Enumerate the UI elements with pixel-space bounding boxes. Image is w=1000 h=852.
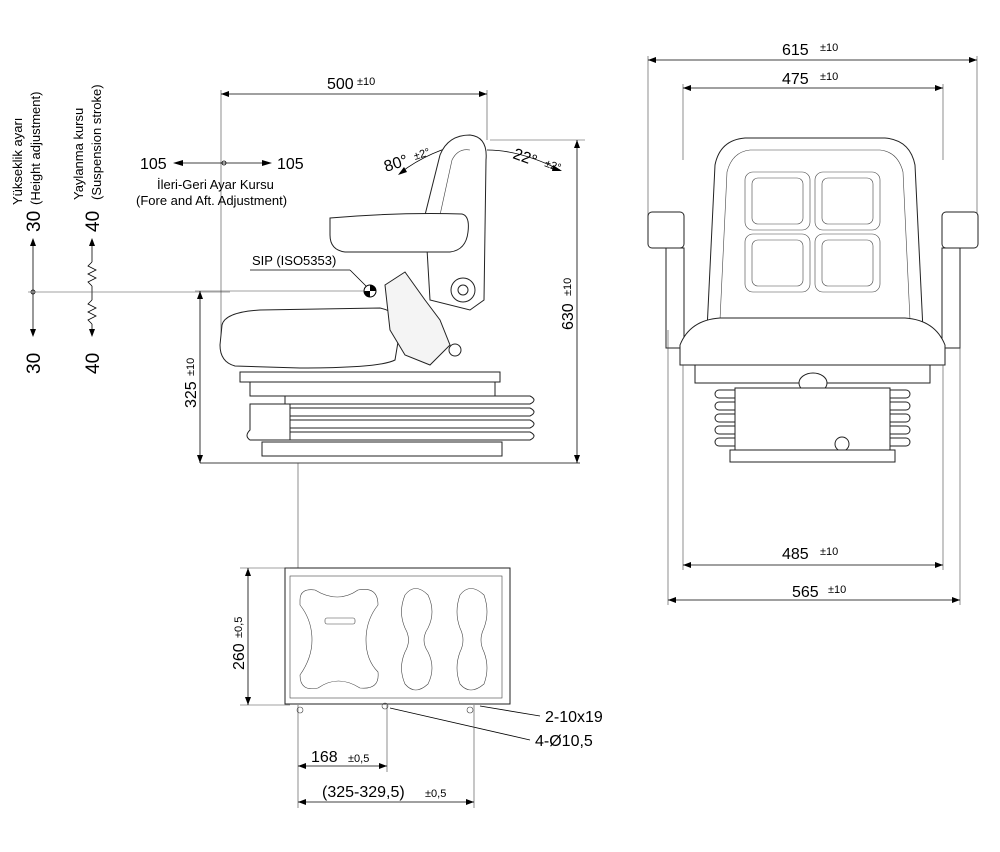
arrow-down-icon [30, 329, 36, 337]
back-angle-fwd-value: 80° [382, 152, 410, 176]
side-view: 500 ±10 105 105 İleri-Geri Ayar Kursu (F… [136, 76, 585, 570]
suspension-title-tr: Yaylanma kursu [71, 108, 86, 200]
base-plate-wave-slot-2 [456, 588, 488, 691]
suspension-up-value: 40 [83, 211, 104, 232]
plate-depth-tol: ±0,5 [233, 617, 245, 638]
rail-spacing-tol: ±0,5 [425, 788, 446, 800]
front-weight-adjust-icon [834, 436, 850, 452]
front-left-armrest [647, 211, 685, 249]
height-adjust-up-value: 30 [24, 211, 45, 232]
base-plate-outline [284, 567, 511, 705]
front-overall-width-value: 615 [782, 42, 809, 59]
front-bottom-width-tol: ±10 [828, 584, 846, 596]
side-width-value: 500 [327, 76, 354, 93]
side-height-tol: ±10 [562, 278, 574, 296]
front-overall-width-tol: ±10 [820, 42, 838, 54]
front-view: 615 ±10 475 ±10 [647, 42, 979, 605]
side-suspension-top-plate [239, 371, 501, 383]
sip-label: SIP (ISO5353) [252, 253, 336, 268]
front-base-width-value: 485 [782, 546, 809, 563]
side-seat-cushion [219, 307, 401, 369]
back-angle-rear-value: 22° [511, 146, 540, 170]
side-suspension-bellows [246, 395, 535, 441]
front-seat-cushion [679, 317, 946, 366]
height-adjust-down-value: 30 [24, 353, 45, 374]
front-backrest [706, 137, 924, 331]
mount-hole [466, 706, 474, 714]
side-seat-belt-buckle [384, 271, 451, 366]
back-angle-fwd-tol: ±2° [412, 146, 431, 163]
front-base-frame [729, 449, 896, 463]
front-base-width-tol: ±10 [820, 546, 838, 558]
height-adjust-title-tr: Yükseklik ayarı [10, 118, 25, 205]
hole-spacing-value: 168 [311, 749, 338, 766]
base-plate-wave-slot-1 [401, 588, 433, 691]
fore-aft-right-value: 105 [277, 156, 304, 173]
base-plate-cross-cutout [299, 589, 379, 689]
side-base-frame [261, 441, 503, 457]
front-back-width-tol: ±10 [820, 71, 838, 83]
fore-aft-label-en: (Fore and Aft. Adjustment) [136, 193, 287, 208]
suspension-stroke-indicator: Yaylanma kursu (Suspension stroke) 40 40 [28, 84, 230, 374]
arrow-up-icon [30, 238, 36, 246]
plate-depth-value: 260 [231, 643, 248, 670]
suspension-title-en: (Suspension stroke) [89, 84, 104, 200]
front-bottom-width-value: 565 [792, 584, 819, 601]
suspension-down-value: 40 [83, 353, 104, 374]
mount-hole [296, 706, 304, 714]
side-height-value: 630 [560, 303, 577, 330]
rail-spacing-value: (325-329,5) [322, 784, 405, 801]
mount-hole [381, 702, 389, 710]
hole-spacing-tol: ±0,5 [348, 753, 369, 765]
side-width-tol: ±10 [357, 76, 375, 88]
back-angle-rear-tol: ±2° [543, 158, 563, 175]
base-plate-view: 260 ±0,5 2-10x19 4-Ø10,5 168 ±0,5 (325-3… [231, 567, 603, 808]
plate-slots-label: 2-10x19 [545, 709, 603, 726]
height-adjust-title-en: (Height adjustment) [28, 92, 43, 205]
spring-icon [87, 261, 97, 287]
height-adjustment-indicator: Yükseklik ayarı (Height adjustment) 30 3… [10, 92, 45, 374]
sip-height-value: 325 [183, 381, 200, 408]
arrow-left-icon [173, 160, 183, 166]
fore-aft-left-value: 105 [140, 156, 167, 173]
front-suspension-bellows [714, 387, 911, 451]
sip-height-tol: ±10 [185, 358, 197, 376]
side-armrest [329, 213, 469, 253]
fore-aft-label-tr: İleri-Geri Ayar Kursu [157, 177, 274, 192]
arrow-right-icon [262, 160, 272, 166]
front-backrest-pads [744, 171, 881, 293]
plate-holes-label: 4-Ø10,5 [535, 733, 593, 750]
front-back-width-value: 475 [782, 71, 809, 88]
front-right-armrest [941, 211, 979, 249]
